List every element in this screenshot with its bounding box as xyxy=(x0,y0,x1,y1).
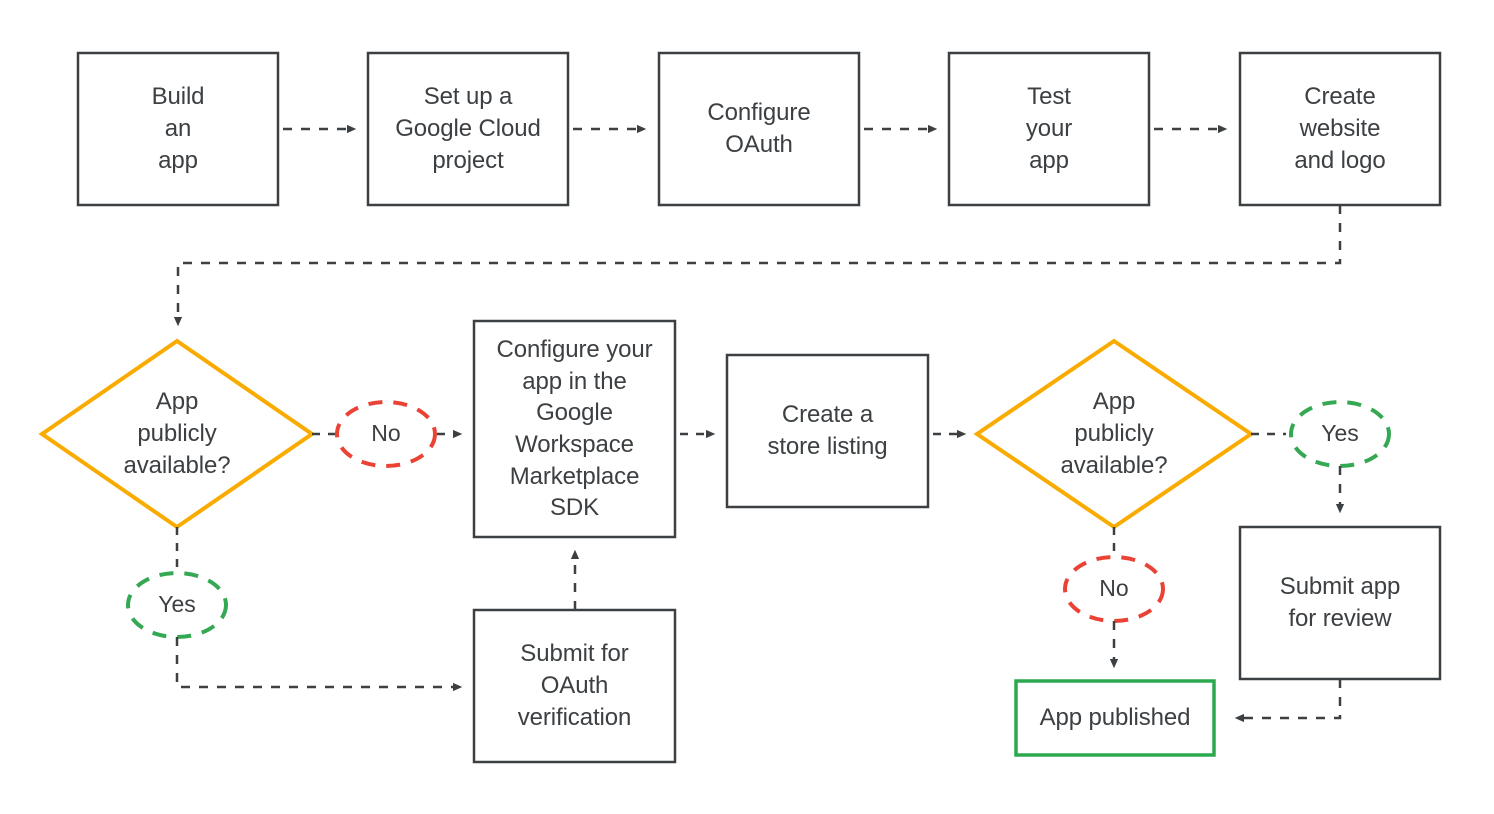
edge-label-no-2-ellipse xyxy=(1063,555,1165,623)
node-create-website-and-logo xyxy=(1238,51,1442,207)
connector-submit-review-to-app-published xyxy=(1234,679,1342,723)
edge-label-no-1-ellipse xyxy=(335,400,437,468)
node-build-an-app xyxy=(76,51,280,207)
node-set-up-google-cloud-project xyxy=(366,51,570,207)
node-submit-app-for-review xyxy=(1238,525,1442,681)
connector-website-to-decision1 xyxy=(173,205,1342,327)
node-decision-app-publicly-available-2 xyxy=(973,338,1255,530)
node-app-published xyxy=(1014,679,1216,757)
node-configure-oauth xyxy=(657,51,861,207)
connector-yes1-to-oauth-verification xyxy=(175,637,463,692)
node-configure-app-in-marketplace-sdk xyxy=(472,319,677,539)
edge-label-yes-1-ellipse xyxy=(126,571,228,639)
node-decision-app-publicly-available-1 xyxy=(38,338,316,530)
node-submit-for-oauth-verification xyxy=(472,608,677,764)
node-create-a-store-listing xyxy=(725,353,930,509)
node-test-your-app xyxy=(947,51,1151,207)
edge-label-yes-2-ellipse xyxy=(1289,400,1391,468)
